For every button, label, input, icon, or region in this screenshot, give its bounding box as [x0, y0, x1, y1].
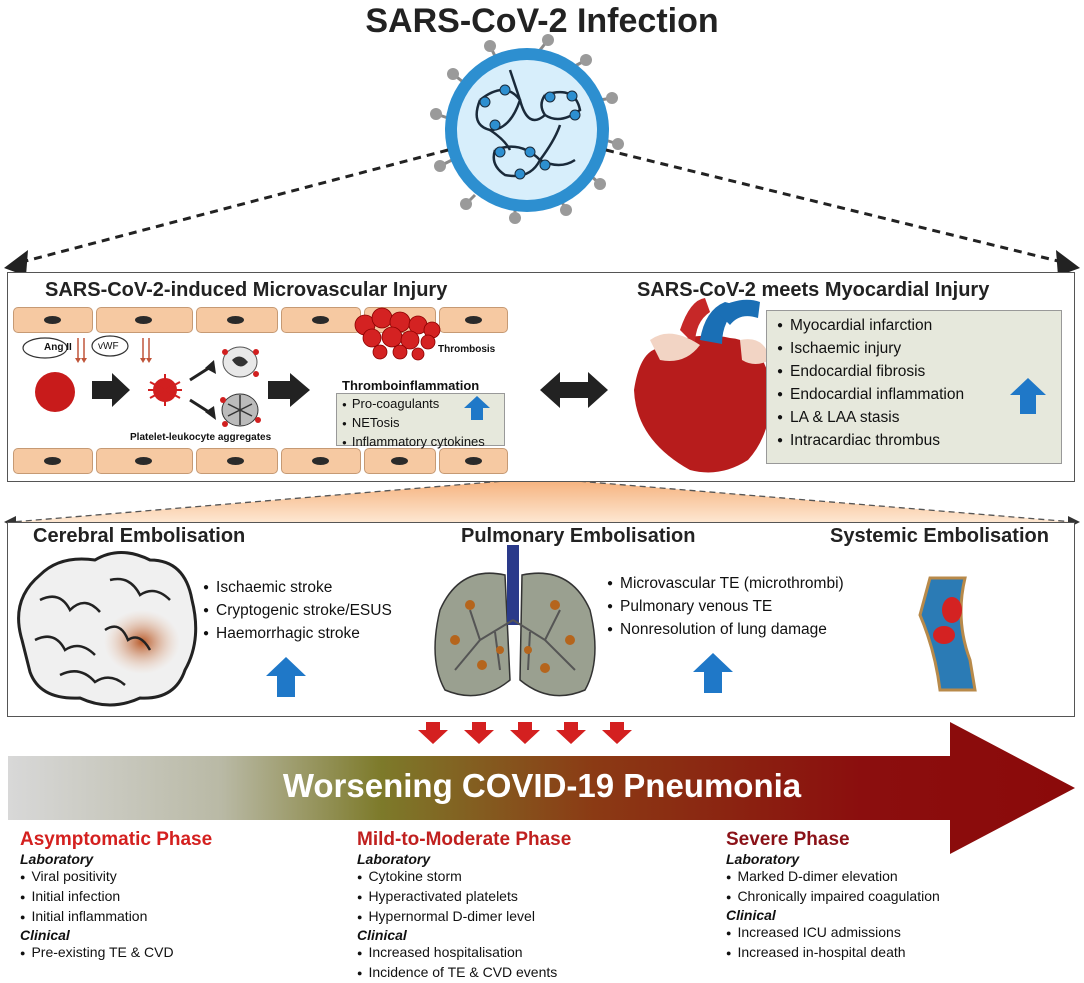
lab-item: Viral positivity — [20, 867, 212, 887]
phase-title: Asymptomatic Phase — [20, 829, 213, 850]
cerebral-item: Haemorrhagic stroke — [203, 623, 392, 646]
bidirectional-arrow-icon — [540, 372, 608, 408]
myocardial-item: Intracardiac thrombus — [777, 430, 1061, 453]
thromboinflammation-title: Thromboinflammation — [342, 378, 480, 393]
red-blood-cell-icon — [35, 372, 75, 412]
clinical-label: Clinical — [20, 927, 70, 943]
myocardial-item: Endocardial fibrosis — [777, 361, 1061, 384]
myocardial-item: Ischaemic injury — [777, 338, 1061, 361]
down-arrows — [418, 722, 632, 744]
clinical-item: Increased in-hospital death — [726, 943, 940, 963]
clinical-item: Incidence of TE & CVD events — [357, 963, 571, 983]
clinical-item: Pre-existing TE & CVD — [20, 943, 212, 963]
clinical-item: Increased hospitalisation — [357, 943, 571, 963]
aggregates-label: Platelet-leukocyte aggregates — [130, 432, 272, 443]
virus-icon — [430, 34, 624, 224]
myocardial-item: Endocardial inflammation — [777, 384, 1061, 407]
lab-item: Marked D-dimer elevation — [726, 867, 940, 887]
ang-label: Ang II — [44, 342, 72, 353]
vessel-wall-bottom — [13, 448, 508, 474]
page-title: SARS-CoV-2 Infection — [365, 2, 719, 40]
phase-severe: Severe Phase Laboratory Marked D-dimer e… — [726, 829, 940, 963]
up-arrow-icon — [693, 653, 733, 693]
microvascular-heading: SARS-CoV-2-induced Microvascular Injury — [45, 279, 448, 301]
laboratory-label: Laboratory — [20, 851, 94, 867]
pulmonary-list: Microvascular TE (microthrombi) Pulmonar… — [607, 573, 844, 642]
activated-platelet-icon — [148, 374, 182, 406]
phase-title: Severe Phase — [726, 829, 850, 850]
myocardial-item: Myocardial infarction — [777, 315, 1061, 338]
phase-mild-moderate: Mild-to-Moderate Phase Laboratory Cytoki… — [357, 829, 571, 983]
phase-asymptomatic: Asymptomatic Phase Laboratory Viral posi… — [20, 829, 212, 963]
clinical-label: Clinical — [357, 927, 407, 943]
clinical-label: Clinical — [726, 907, 776, 923]
myocardial-item: LA & LAA stasis — [777, 407, 1061, 430]
up-arrow-icon — [266, 657, 306, 697]
systemic-heading: Systemic Embolisation — [830, 525, 1049, 547]
thrombosis-label: Thrombosis — [438, 344, 496, 355]
cerebral-heading: Cerebral Embolisation — [33, 525, 246, 547]
myocardial-box: Myocardial infarction Ischaemic injury E… — [766, 310, 1062, 464]
lab-item: Chronically impaired coagulation — [726, 887, 939, 907]
pulmonary-item: Microvascular TE (microthrombi) — [607, 573, 844, 596]
up-arrow-icon — [1010, 378, 1046, 414]
cerebral-item: Ischaemic stroke — [203, 577, 392, 600]
blood-vessel-icon — [918, 576, 977, 692]
banner-title: Worsening COVID-19 Pneumonia — [282, 767, 802, 804]
clinical-item: Increased ICU admissions — [726, 923, 940, 943]
thromboinflammation-item: Inflammatory cytokines — [342, 433, 504, 452]
vwf-label: vWF — [98, 341, 119, 352]
lab-item: Hyperactivated platelets — [357, 887, 571, 907]
lab-item: Hypernormal D-dimer level — [357, 907, 571, 927]
myocardial-heading: SARS-CoV-2 meets Myocardial Injury — [637, 279, 990, 301]
lungs-icon — [434, 545, 596, 697]
lab-item: Initial infection — [20, 887, 212, 907]
leukocyte-icon — [222, 346, 259, 378]
vessel-wall-top — [13, 307, 508, 333]
heart-icon — [634, 298, 771, 473]
up-arrow-icon — [464, 396, 490, 420]
laboratory-label: Laboratory — [726, 851, 800, 867]
pulmonary-heading: Pulmonary Embolisation — [461, 525, 696, 547]
pulmonary-item: Nonresolution of lung damage — [607, 619, 844, 642]
thrombosis-clot-icon — [354, 307, 441, 361]
pulmonary-item: Pulmonary venous TE — [607, 596, 844, 619]
phase-title: Mild-to-Moderate Phase — [357, 829, 572, 850]
brain-icon — [17, 551, 198, 707]
thromboinflammation-item: NETosis — [342, 414, 504, 433]
cerebral-list: Ischaemic stroke Cryptogenic stroke/ESUS… — [203, 577, 392, 646]
thromboinflammation-item: Pro-coagulants — [342, 395, 504, 414]
lab-item: Cytokine storm — [357, 867, 571, 887]
net-icon — [220, 393, 261, 427]
cerebral-item: Cryptogenic stroke/ESUS — [203, 600, 392, 623]
laboratory-label: Laboratory — [357, 851, 431, 867]
lab-item: Initial inflammation — [20, 907, 212, 927]
